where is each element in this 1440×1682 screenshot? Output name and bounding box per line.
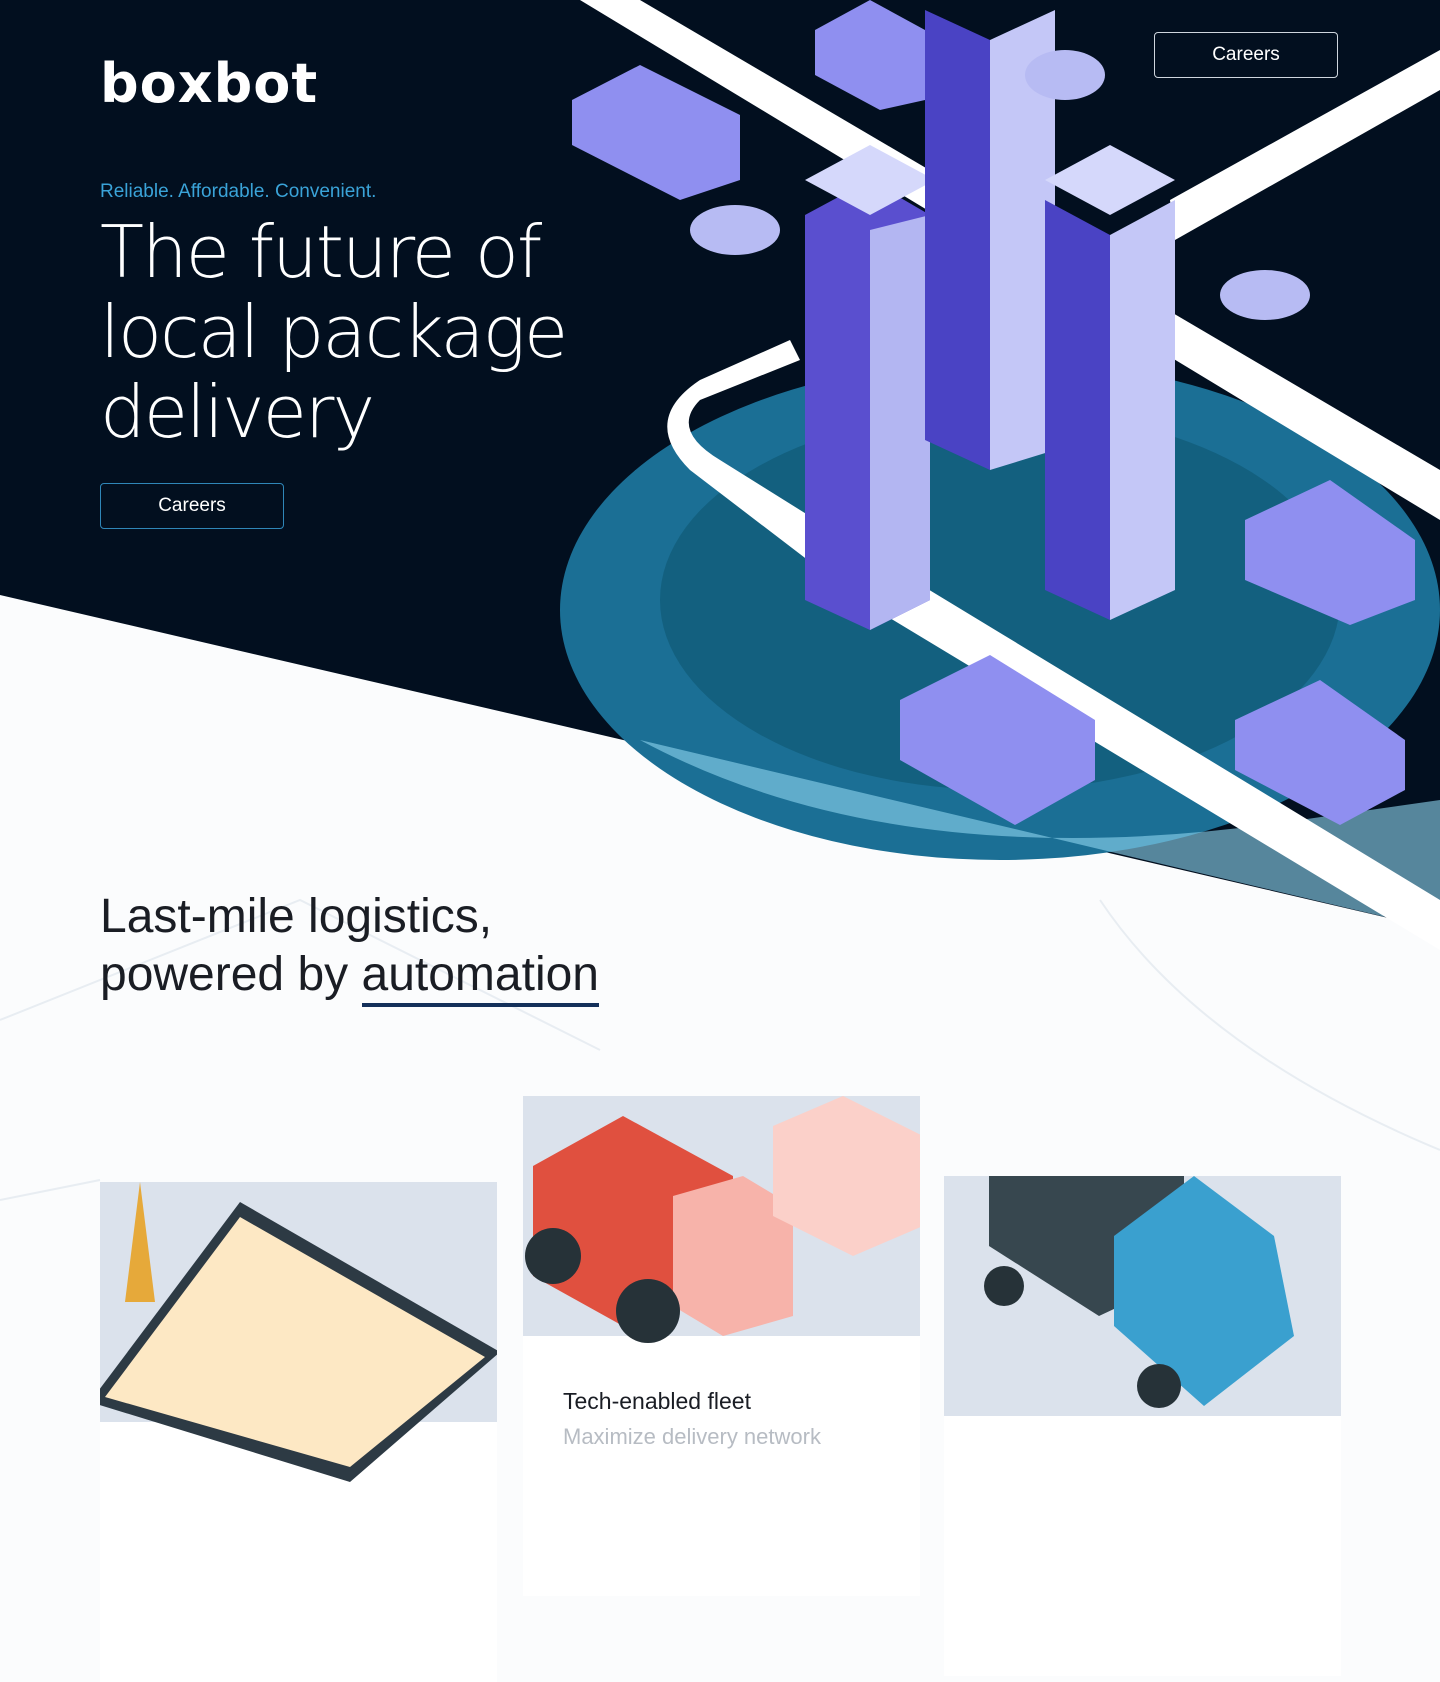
hero-tagline: Reliable. Affordable. Convenient.	[100, 181, 377, 202]
package-stacks	[572, 0, 1415, 825]
section-title: Last-mile logistics, powered by automati…	[100, 888, 599, 1007]
careers-hero-button[interactable]: Careers	[100, 483, 284, 529]
building-center	[925, 10, 1055, 470]
cloud-icon	[690, 50, 1310, 320]
forklift-illustration	[525, 1096, 920, 1343]
brand-logo[interactable]: boxbot	[100, 52, 319, 115]
card-subtitle: Maximize delivery network	[563, 1424, 821, 1449]
careers-nav-button[interactable]: Careers	[1154, 32, 1338, 78]
section-title-highlight: automation	[361, 948, 599, 1007]
hero-background	[0, 0, 1440, 1201]
building-right	[1045, 145, 1175, 620]
section-title-prefix: powered by	[100, 948, 362, 1001]
hero-title: The future of local package delivery	[100, 210, 568, 454]
building-left	[805, 145, 935, 630]
map-lines	[0, 898, 1440, 1201]
card-title: Tech-enabled fleet	[563, 1388, 751, 1414]
feature-card-fleet[interactable]: Tech-enabled fleet Maximize delivery net…	[523, 1096, 920, 1596]
delivery-truck-illustration	[984, 1176, 1294, 1408]
section-title-line1: Last-mile logistics,	[100, 890, 493, 943]
map-tablet-illustration	[100, 1182, 497, 1482]
feature-card-delivery[interactable]	[944, 1176, 1341, 1676]
feature-card-map[interactable]	[100, 1182, 497, 1682]
